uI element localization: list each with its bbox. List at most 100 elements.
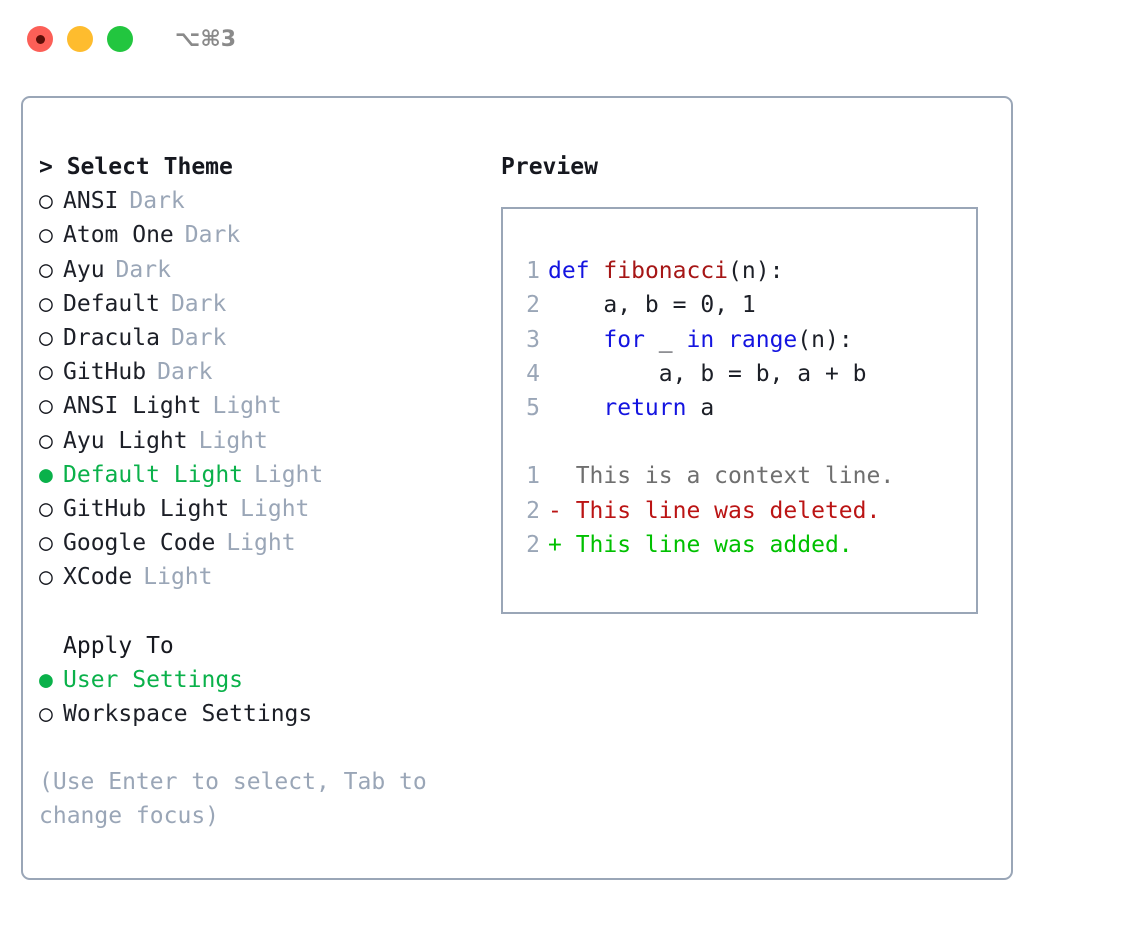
code-token: a (686, 395, 715, 422)
radio-unselected-icon[interactable]: ○ (39, 393, 53, 420)
radio-unselected-icon[interactable]: ○ (39, 325, 53, 352)
theme-category-label: Light (198, 427, 268, 454)
theme-category-label: Dark (115, 256, 171, 283)
apply-to-label: User Settings (63, 666, 244, 693)
apply-to-label: Workspace Settings (63, 701, 313, 728)
theme-category-label: Dark (170, 290, 227, 317)
close-button-icon[interactable] (27, 26, 53, 52)
radio-unselected-icon[interactable]: ○ (39, 496, 53, 523)
radio-unselected-icon[interactable]: ○ (39, 222, 53, 249)
code-text: def fibonacci(n): (540, 258, 783, 284)
theme-name-label: Ayu Light (63, 427, 188, 454)
theme-list-item[interactable]: ○ ANSI Dark (39, 184, 493, 218)
titlebar: ⌥⌘3 (0, 0, 1140, 78)
code-token: range (728, 326, 798, 353)
theme-list-item[interactable]: ○ ANSI Light Light (39, 389, 493, 423)
diff-text: - This line was deleted. (548, 497, 881, 524)
theme-category-label: Light (240, 496, 310, 523)
theme-name-label: Ayu (63, 256, 105, 283)
code-token (590, 258, 604, 284)
code-token: def (548, 258, 590, 285)
theme-list-item[interactable]: ○ Ayu Dark (39, 253, 493, 287)
apply-to-option[interactable]: ○ Workspace Settings (39, 697, 493, 731)
line-number: 1 (526, 258, 540, 285)
radio-unselected-icon[interactable]: ○ (39, 359, 53, 386)
code-token (548, 327, 603, 353)
code-token: (n): (728, 258, 784, 285)
preview-heading: Preview (501, 154, 598, 180)
code-token: a, b = 0, 1 (548, 292, 756, 319)
code-line: 5 return a (503, 391, 976, 425)
theme-list-item[interactable]: ● Default Light Light (39, 458, 493, 492)
theme-category-label: Light (226, 530, 296, 557)
radio-unselected-icon[interactable]: ○ (39, 530, 53, 557)
radio-selected-icon[interactable]: ● (39, 461, 53, 488)
code-token: fibonacci (603, 258, 729, 285)
code-line: 2 a, b = 0, 1 (503, 288, 976, 322)
apply-to-option[interactable]: ● User Settings (39, 663, 493, 697)
theme-category-label: Dark (184, 222, 241, 249)
line-number: 1 (526, 463, 540, 490)
theme-category-label: Dark (170, 325, 227, 352)
theme-name-label: GitHub Light (63, 496, 230, 523)
code-token (714, 327, 728, 353)
code-text: return a (540, 395, 714, 421)
radio-unselected-icon[interactable]: ○ (39, 564, 53, 591)
code-token: in (686, 326, 715, 353)
diff-line: 1 This is a context line. (503, 459, 976, 493)
theme-name-label: Atom One (63, 222, 174, 249)
theme-list-item[interactable]: ○ Ayu Light Light (39, 424, 493, 458)
theme-category-label: Light (212, 393, 282, 420)
radio-unselected-icon[interactable]: ○ (39, 701, 53, 728)
radio-unselected-icon[interactable]: ○ (39, 188, 53, 215)
line-number: 5 (526, 395, 540, 422)
line-number: 2 (526, 497, 540, 524)
code-token: a, b = b, a + b (548, 360, 867, 387)
apply-to-options: ● User Settings ○ Workspace Settings (39, 663, 493, 731)
theme-list-item[interactable]: ○ GitHub Light Light (39, 492, 493, 526)
theme-name-label: ANSI Light (63, 393, 202, 420)
keyboard-hint-text: (Use Enter to select, Tab to change focu… (39, 769, 441, 830)
theme-name-label: GitHub (63, 359, 147, 386)
theme-name-label: ANSI (63, 188, 119, 215)
theme-category-label: Dark (129, 188, 185, 215)
code-line: 3 for _ in range(n): (503, 323, 976, 357)
code-token: return (603, 395, 687, 422)
apply-to-heading: Apply To (63, 632, 174, 659)
theme-list-item[interactable]: ○ Atom One Dark (39, 218, 493, 252)
radio-unselected-icon[interactable]: ○ (39, 256, 53, 283)
keyboard-shortcut-label: ⌥⌘3 (175, 26, 237, 52)
radio-selected-icon[interactable]: ● (39, 666, 53, 693)
diff-line: 2 - This line was deleted. (503, 494, 976, 528)
theme-name-label: Default Light (63, 461, 244, 488)
code-text: a, b = b, a + b (540, 361, 867, 387)
diff-line: 2 + This line was added. (503, 528, 976, 562)
radio-unselected-icon[interactable]: ○ (39, 427, 53, 454)
line-number: 2 (526, 531, 540, 558)
maximize-button-icon[interactable] (107, 26, 133, 52)
theme-category-label: Light (143, 564, 213, 591)
diff-text: + This line was added. (548, 531, 853, 558)
radio-unselected-icon[interactable]: ○ (39, 290, 53, 317)
diff-text: This is a context line. (548, 463, 895, 490)
code-text: for _ in range(n): (540, 326, 853, 353)
traffic-light-group (27, 26, 133, 52)
code-token: _ (644, 326, 687, 353)
code-token: (n): (797, 326, 853, 353)
theme-category-label: Light (254, 461, 324, 488)
minimize-button-icon[interactable] (67, 26, 93, 52)
code-token: for (603, 326, 645, 353)
